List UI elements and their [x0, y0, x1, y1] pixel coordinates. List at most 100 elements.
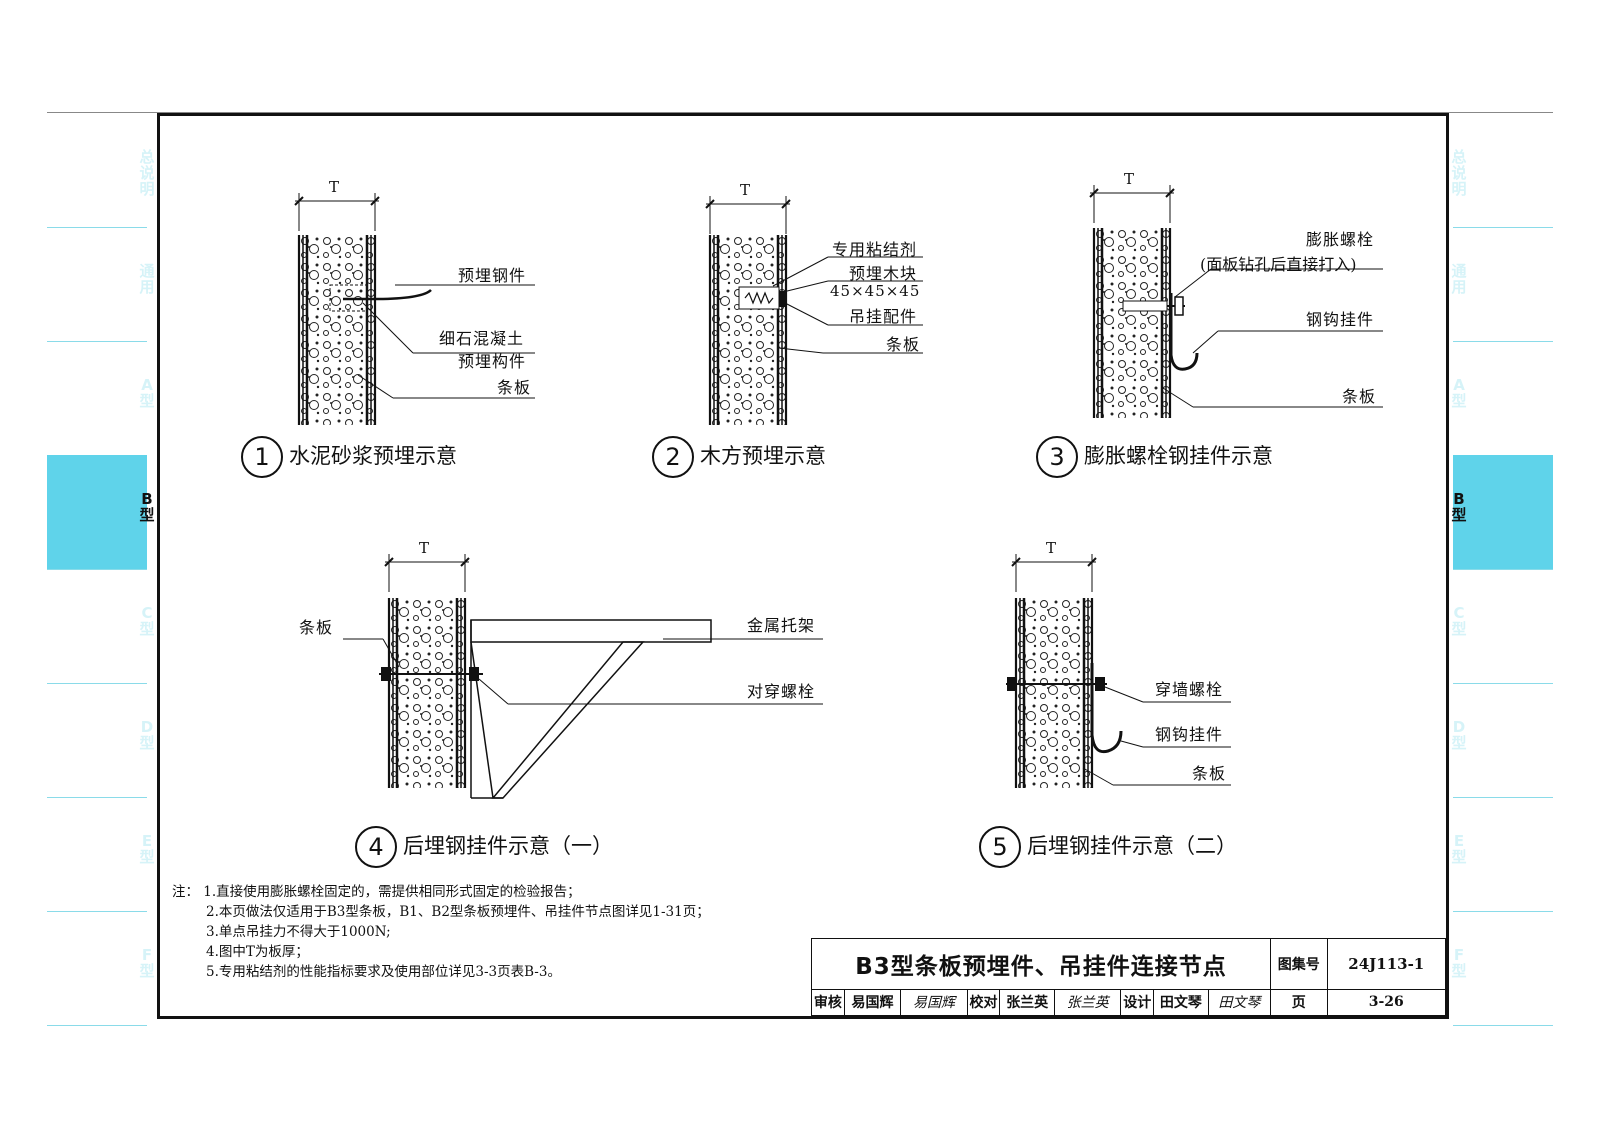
page-number: 3-26 [1326, 988, 1447, 1017]
notes: 注： 1.直接使用膨胀螺栓固定的，需提供相同形式固定的检验报告； 2.本页做法仅… [172, 882, 710, 982]
notes-prefix: 注： [172, 884, 199, 900]
check-label: 校对 [966, 988, 1001, 1017]
side-tab-label: E型 [1451, 832, 1467, 866]
side-tab[interactable]: D型 [47, 683, 154, 797]
side-tab-label: D型 [1451, 718, 1467, 752]
detail-3-number: 3 [1036, 436, 1078, 478]
detail-1-drawing [294, 192, 535, 427]
review-label: 审核 [811, 988, 845, 1017]
label-panel-3: 条板 [1342, 387, 1377, 406]
label-embedded-steel: 预埋钢件 [458, 266, 527, 285]
side-tab[interactable]: D型 [1451, 683, 1553, 797]
detail-4-title-text: 后埋钢挂件示意（一） [403, 834, 613, 858]
dim-label-3: T [1124, 170, 1135, 188]
side-tab[interactable]: 通用 [1451, 227, 1553, 341]
side-tab[interactable]: A型 [1451, 341, 1553, 455]
side-tab[interactable]: E型 [47, 797, 154, 911]
side-tab-label: 通用 [1451, 262, 1467, 296]
label-expansion-bolt: 膨胀螺栓 [1306, 230, 1375, 249]
label-adhesive: 专用粘结剂 [832, 240, 918, 259]
side-tab[interactable]: B型 [47, 455, 155, 569]
side-tab-label: C型 [1451, 604, 1467, 638]
side-tab-divider [1453, 569, 1553, 570]
label-through-bolt: 对穿螺栓 [747, 682, 816, 701]
detail-2-title-text: 木方预埋示意 [700, 444, 826, 468]
side-tab-label: F型 [139, 946, 155, 980]
label-steel-hook-3: 钢钩挂件 [1306, 310, 1375, 329]
side-tab-divider [47, 341, 147, 342]
drawing-title: B3型条板预埋件、吊挂件连接节点 [810, 938, 1272, 990]
reviewer-signature: 易国辉 [900, 988, 968, 1017]
label-embedded-member: 预埋构件 [458, 352, 527, 371]
side-tab-divider [1453, 911, 1553, 912]
detail-3-drawing [1089, 184, 1383, 420]
side-tab-label: 总说明 [1451, 148, 1467, 198]
note-2: 2.本页做法仅适用于B3型条板，B1、B2型条板预埋件、吊挂件节点图详见1-31… [206, 904, 710, 920]
side-tab[interactable]: C型 [1451, 569, 1553, 683]
side-tab-divider [47, 569, 147, 570]
side-tab-divider [47, 683, 147, 684]
side-tab-divider [47, 1025, 147, 1026]
side-tab-label: E型 [139, 832, 155, 866]
detail-5-drawing [1006, 553, 1231, 790]
label-panel-2: 条板 [886, 335, 921, 354]
reviewer-name: 易国辉 [843, 988, 902, 1017]
note-3: 3.单点吊挂力不得大于1000N; [206, 924, 391, 940]
side-tab[interactable]: C型 [47, 569, 154, 683]
detail-4-number: 4 [355, 826, 397, 868]
design-label: 设计 [1120, 988, 1155, 1017]
side-tab[interactable]: B型 [1451, 455, 1553, 569]
label-wood-block: 预埋木块 [849, 264, 918, 283]
detail-2-drawing [705, 195, 923, 427]
side-tab-label: B型 [1451, 490, 1467, 524]
top-rule [47, 112, 1553, 113]
side-tab[interactable]: 总说明 [1451, 113, 1553, 227]
side-tab[interactable]: F型 [1451, 911, 1553, 1025]
detail-5-title-text: 后埋钢挂件示意（二） [1027, 834, 1237, 858]
side-tab-label: A型 [139, 376, 155, 410]
atlas-label: 图集号 [1270, 938, 1328, 990]
label-fine-concrete: 细石混凝土 [439, 329, 525, 348]
side-tab-label: F型 [1451, 946, 1467, 980]
side-tab-divider [47, 227, 147, 228]
label-hanging-part: 吊挂配件 [849, 307, 918, 326]
side-tab[interactable]: 总说明 [47, 113, 154, 227]
title-block: B3型条板预埋件、吊挂件连接节点 图集号 24J113-1 审核 易国辉 易国辉… [810, 938, 1447, 1017]
side-tab[interactable]: A型 [47, 341, 154, 455]
side-tab-label: C型 [139, 604, 155, 638]
note-5: 5.专用粘结剂的性能指标要求及使用部位详见3-3页表B-3。 [206, 964, 561, 980]
side-tab-divider [1453, 683, 1553, 684]
side-tab[interactable]: F型 [47, 911, 154, 1025]
detail-5-number: 5 [979, 826, 1021, 868]
side-tab-label: D型 [139, 718, 155, 752]
designer-signature: 田文琴 [1207, 988, 1272, 1017]
detail-drawings [294, 184, 1383, 799]
dim-label-4: T [419, 539, 430, 557]
label-steel-hook-5: 钢钩挂件 [1155, 725, 1224, 744]
label-metal-bracket: 金属托架 [747, 616, 816, 635]
dim-label-1: T [329, 178, 340, 196]
side-tab-label: 通用 [139, 262, 155, 296]
side-tab-divider [1453, 341, 1553, 342]
label-panel-5: 条板 [1192, 764, 1227, 783]
note-4: 4.图中T为板厚； [206, 944, 309, 960]
side-tab[interactable]: E型 [1451, 797, 1553, 911]
page-label: 页 [1270, 988, 1328, 1017]
note-1: 注： 1.直接使用膨胀螺栓固定的，需提供相同形式固定的检验报告； [172, 884, 581, 900]
detail-3-title-text: 膨胀螺栓钢挂件示意 [1084, 444, 1273, 468]
side-tab[interactable]: 通用 [47, 227, 154, 341]
designer-name: 田文琴 [1153, 988, 1209, 1017]
side-tab-divider [1453, 797, 1553, 798]
side-tab-divider [1453, 1025, 1553, 1026]
detail-1-title-text: 水泥砂浆预埋示意 [289, 444, 457, 468]
detail-1-number: 1 [241, 436, 283, 478]
label-panel-1: 条板 [497, 378, 532, 397]
atlas-number: 24J113-1 [1326, 938, 1447, 990]
side-tab-label: B型 [139, 490, 155, 524]
side-tab-divider [47, 797, 147, 798]
